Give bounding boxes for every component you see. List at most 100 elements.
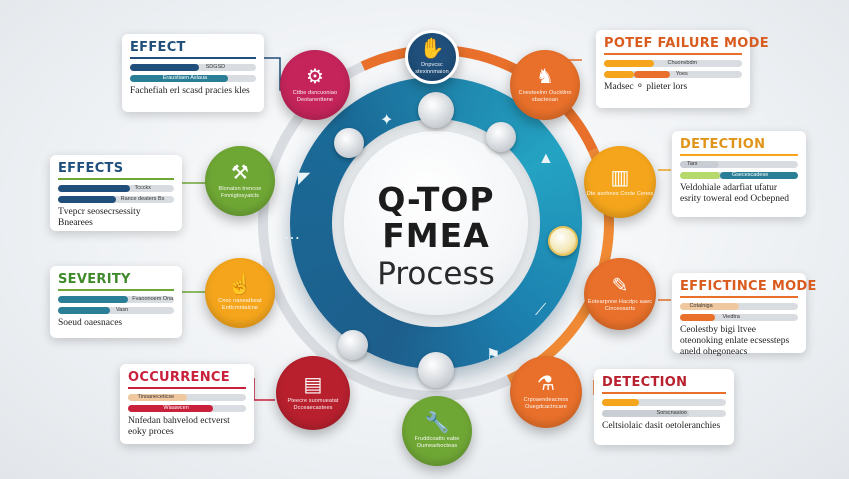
card-occurrence-bar-2: Wiaawcen bbox=[128, 405, 246, 412]
card-detection-top: DETECTION Tarx Gsecescadese Veldohiale a… bbox=[672, 131, 806, 217]
card-detection-top-bar-2: Gsecescadese bbox=[680, 172, 798, 179]
card-detection-bottom-bar-2: Sorscnasioo bbox=[602, 410, 726, 417]
card-effect: EFFECT SDGSD Eraustiaen Aslaua Fachefiah… bbox=[122, 34, 264, 112]
card-potential-bar-2-label: Yoes bbox=[675, 71, 688, 77]
card-detection-top-bar-1-fill bbox=[680, 161, 719, 168]
connector-occurrence bbox=[253, 378, 275, 401]
card-effictince-bar-1: Cotalniga bbox=[680, 303, 798, 310]
node-left[interactable]: ⚒ Blonatsn trencoe Fmnigtosyatcls bbox=[205, 146, 275, 216]
card-severity-bar-1: Fvaoonoem Ona bbox=[58, 296, 174, 303]
ring-sparkle-icon: ✦ bbox=[380, 112, 394, 129]
node-upper-right[interactable]: ♞ Cnesteelnn Oucktlnn sbacteoan bbox=[510, 50, 580, 120]
card-effect-bar-1: SDGSD bbox=[130, 64, 256, 71]
card-effictince-bar-1-fill bbox=[680, 303, 739, 310]
card-effictince-title: EFFICTINCE MODE bbox=[680, 279, 816, 298]
node-right[interactable]: ▥ Dte asohnes Cncte Cenes bbox=[584, 146, 656, 218]
node-lower-right-caption: Eotearpnne Hacdpc aaec Cinceosarts bbox=[587, 299, 653, 312]
card-severity-bar-2-fill bbox=[58, 307, 111, 314]
card-detection-bottom-title: DETECTION bbox=[602, 375, 726, 394]
card-effect-title: EFFECT bbox=[130, 40, 256, 59]
card-detection-bottom-text: Celtsiolaic dasit oetoleranchies bbox=[602, 421, 721, 431]
card-effects-bar-2: Rance deaters Bs bbox=[58, 196, 174, 203]
card-potential-text: Madsec ⚬ plieter lors bbox=[604, 82, 688, 92]
card-effect-bar-2: Eraustiaen Aslaua bbox=[130, 75, 256, 82]
card-occurrence-bar-1-label: Tinoaneceticse bbox=[137, 394, 175, 400]
card-effects: EFFECTS Tccckx Rance deaters Bs Tvepcr s… bbox=[50, 155, 182, 231]
card-severity-bar-2: Vasn bbox=[58, 307, 174, 314]
card-effects-text: Tvepcr seosecrsessity Bnearees bbox=[58, 207, 141, 228]
center-title-line1: Q-TOP bbox=[377, 180, 495, 219]
node-top-caption: Dnpvcsc stexinnmaion bbox=[415, 62, 449, 75]
ring-knob-top bbox=[418, 92, 454, 128]
ring-knob-bottom bbox=[418, 352, 454, 388]
card-detection-top-text: Veldohiale adarfiat ufatur esrity towera… bbox=[680, 183, 789, 204]
card-potential-bar-1-label: Chuonvbdm bbox=[667, 60, 698, 66]
ring-flag-icon: ⚑ bbox=[486, 347, 501, 364]
card-potential-bar-2: Yoes bbox=[604, 71, 742, 78]
card-effects-bar-1-fill bbox=[58, 185, 130, 192]
wrench-icon: 🔧 bbox=[424, 412, 450, 434]
card-potential-bar-2-fill-a bbox=[604, 71, 635, 78]
card-detection-top-title: DETECTION bbox=[680, 137, 798, 156]
node-upper-left[interactable]: ⚙ Cttbe dsncuoniao Deotarenttene bbox=[280, 50, 350, 120]
card-effictince-bar-2-label: Viedtra bbox=[722, 314, 740, 320]
pillar-icon: ▥ bbox=[610, 166, 630, 189]
ring-knob-upper-left bbox=[334, 128, 364, 158]
ring-knob-right bbox=[548, 226, 578, 256]
ring-knob-lower-left bbox=[338, 330, 368, 360]
card-severity-bar-1-label: Fvaoonoem Ona bbox=[132, 296, 174, 302]
node-lower-left-caption: Cnoc naneatbeat Enttcmntalcne bbox=[218, 298, 262, 311]
card-effictince-bar-2-fill bbox=[680, 314, 716, 321]
center-disc bbox=[344, 131, 528, 315]
card-potential-bar-1: Chuonvbdm bbox=[604, 60, 742, 67]
node-lower-right[interactable]: ✎ Eotearpnne Hacdpc aaec Cinceosarts bbox=[584, 258, 656, 330]
ring-slash-icon: ⟋ bbox=[535, 302, 547, 319]
node-lower-left[interactable]: ☝ Cnoc naneatbeat Enttcmntalcne bbox=[205, 258, 275, 328]
card-severity-text: Soeud oaesnaces bbox=[58, 318, 123, 328]
card-effictince-mode: EFFICTINCE MODE Cotalniga Viedtra Ceoles… bbox=[672, 273, 816, 357]
card-detection-top-bar-1: Tarx bbox=[680, 161, 798, 168]
card-potential-title: POTEF FAILURE MODE bbox=[604, 36, 769, 55]
card-occurrence-bar-2-label: Wiaawcen bbox=[163, 405, 189, 411]
node-right-caption: Dte asohnes Cncte Cenes bbox=[586, 190, 654, 197]
card-effictince-bar-1-label: Cotalniga bbox=[689, 303, 713, 309]
card-effects-bar-1-label: Tccckx bbox=[134, 185, 152, 191]
gear-icon: ⚙ bbox=[306, 66, 324, 88]
node-upper-right-caption: Cnesteelnn Oucktlnn sbacteoan bbox=[518, 90, 572, 103]
card-detection-bottom-bar-1-fill bbox=[602, 399, 640, 406]
center-title-line2: FMEA bbox=[382, 216, 490, 255]
card-detection-top-bar-2-fill-b bbox=[720, 172, 798, 179]
node-bottom-right[interactable]: ⚗ Crpoaendeacmos Ouegdcactncare bbox=[510, 356, 582, 428]
card-effictince-bar-2: Viedtra bbox=[680, 314, 798, 321]
hammer-icon: ⚒ bbox=[231, 162, 249, 184]
card-severity: SEVERITY Fvaoonoem Ona Vasn Soeud oaesna… bbox=[50, 266, 182, 338]
server-icon: ▤ bbox=[303, 374, 323, 396]
node-bottom-right-caption: Crpoaendeacmos Ouegdcactncare bbox=[523, 397, 569, 410]
cow-icon: ♞ bbox=[536, 66, 554, 88]
card-detection-bottom-bar-2-label: Sorscnasioo bbox=[656, 410, 687, 416]
card-detection-top-bar-2-fill-a bbox=[680, 172, 721, 179]
card-effects-bar-2-label: Rance deaters Bs bbox=[120, 196, 165, 202]
card-effect-bar-1-fill bbox=[130, 64, 200, 71]
card-effects-bar-2-fill bbox=[58, 196, 116, 203]
card-effect-bar-1-label: SDGSD bbox=[205, 64, 226, 70]
card-detection-bottom-bar-2-fill bbox=[602, 410, 689, 417]
node-bottom-left[interactable]: ▤ Pteecre suomueatat Dcceaecastees bbox=[276, 356, 350, 430]
card-severity-bar-1-fill bbox=[58, 296, 128, 303]
card-effictince-text: Ceolestby bigi ltvee oteonoking enlate e… bbox=[680, 325, 790, 357]
card-occurrence-bar-1: Tinoaneceticse bbox=[128, 394, 246, 401]
card-detection-top-bar-2-label: Gsecescadese bbox=[731, 172, 769, 178]
node-left-caption: Blonatsn trencoe Fmnigtosyatcls bbox=[218, 186, 262, 199]
hand-icon: ✋ bbox=[419, 38, 445, 60]
card-occurrence-title: OCCURRENCE bbox=[128, 370, 246, 389]
node-upper-left-caption: Cttbe dsncuoniao Deotarenttene bbox=[292, 90, 338, 103]
pencil-icon: ✎ bbox=[611, 275, 629, 297]
node-top[interactable]: ✋ Dnpvcsc stexinnmaion bbox=[405, 30, 459, 84]
card-effect-bar-2-fill bbox=[130, 75, 229, 82]
card-effects-title: EFFECTS bbox=[58, 161, 174, 180]
card-severity-bar-2-label: Vasn bbox=[116, 307, 129, 313]
card-potential-bar-2-fill-b bbox=[634, 71, 671, 78]
card-detection-bottom: DETECTION Sorscnasioo Celtsiolaic dasit … bbox=[594, 369, 734, 445]
node-bottom[interactable]: 🔧 Fruddcoatto eabe Oumearbocteas bbox=[402, 396, 472, 466]
ring-triangle-icon: ▲ bbox=[538, 150, 554, 167]
